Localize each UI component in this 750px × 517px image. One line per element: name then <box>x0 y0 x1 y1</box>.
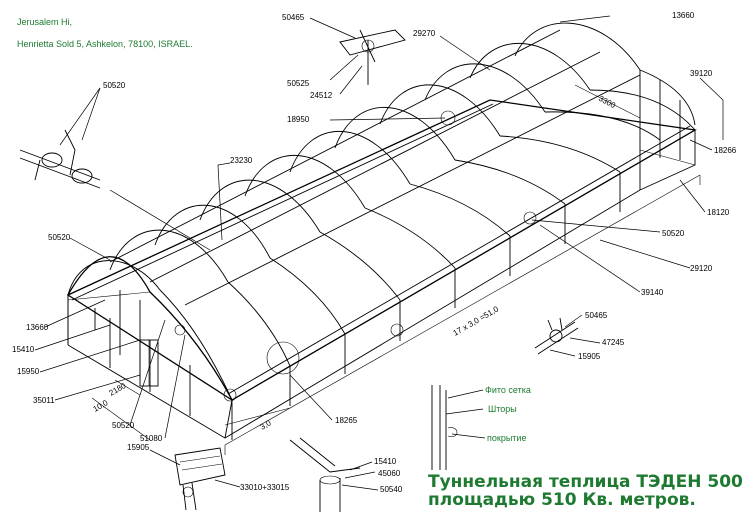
label-50520-clamp: 50520 <box>103 81 126 90</box>
company-address: Henrietta Sold 5, Ashkelon, 78100, ISRAE… <box>17 39 193 49</box>
label-50520-right: 50520 <box>662 229 685 238</box>
label-24512: 24512 <box>310 91 333 100</box>
label-15410-left: 15410 <box>12 345 35 354</box>
legend-curtains: Шторы <box>488 404 517 414</box>
label-18266: 18266 <box>714 146 737 155</box>
label-51080: 51080 <box>140 434 163 443</box>
label-45060: 45060 <box>378 469 401 478</box>
label-50465-top: 50465 <box>282 13 305 22</box>
company-name: Jerusalem Hi, <box>17 17 72 27</box>
dim-length: 17 x 3,0 =51,0 <box>452 304 501 338</box>
label-13660-left: 13660 <box>26 323 49 332</box>
label-13660-top: 13660 <box>672 11 695 20</box>
label-15950: 15950 <box>17 367 40 376</box>
label-18120: 18120 <box>707 208 730 217</box>
label-47245: 47245 <box>602 338 625 347</box>
label-39120: 39120 <box>690 69 713 78</box>
title-line-1: Туннельная теплица ТЭДЕН 500 <box>428 472 743 492</box>
leader-lines <box>34 15 724 439</box>
legend-section-drawing <box>431 385 486 470</box>
legend-covering: покрытие <box>487 433 526 443</box>
label-29120: 29120 <box>690 264 713 273</box>
label-39140: 39140 <box>641 288 664 297</box>
detail-bottom-gutter <box>149 447 241 511</box>
label-35011: 35011 <box>33 396 55 405</box>
detail-top-connector <box>309 17 406 95</box>
dimension-lines <box>91 84 701 455</box>
label-15905-right: 15905 <box>578 352 601 361</box>
dim-bay: 3,0 <box>259 418 274 432</box>
label-33010: 33010+33015 <box>240 483 290 492</box>
greenhouse-frame <box>66 22 697 440</box>
label-23230: 23230 <box>230 156 253 165</box>
legend-phyto-net: Фито сетка <box>485 385 531 395</box>
detail-left-clamp <box>19 87 211 251</box>
label-15905-bottom: 15905 <box>127 443 150 452</box>
dim-span: 3300 <box>597 94 617 111</box>
label-18265: 18265 <box>335 416 358 425</box>
detail-right-clip <box>534 314 601 357</box>
label-50540: 50540 <box>380 485 403 494</box>
label-15410-bottom: 15410 <box>374 457 397 466</box>
label-50520-left: 50520 <box>48 233 71 242</box>
dim-width: 10,0 <box>92 398 110 414</box>
title-line-2: площадью 510 Кв. метров. <box>428 490 696 510</box>
label-18950: 18950 <box>287 115 310 124</box>
label-29270: 29270 <box>413 29 436 38</box>
detail-bottom-footing <box>289 437 379 512</box>
label-50520-bottom: 50520 <box>112 421 135 430</box>
label-50465-right: 50465 <box>585 311 608 320</box>
label-50525: 50525 <box>287 79 310 88</box>
